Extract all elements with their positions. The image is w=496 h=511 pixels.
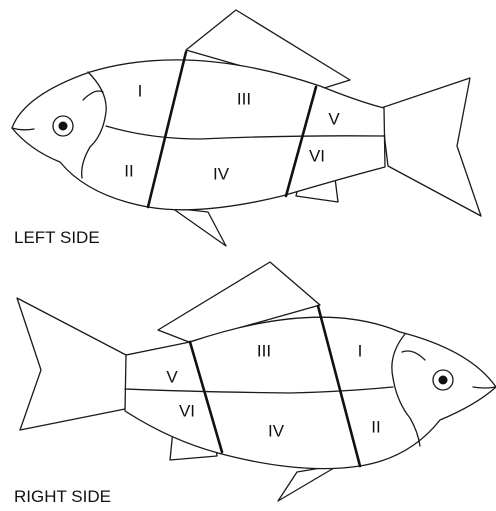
left-side-fish: I II III IV V VI	[12, 10, 481, 246]
left-pupil	[59, 122, 68, 131]
left-zone-label-III: III	[237, 89, 251, 108]
right-zone-label-V: V	[166, 367, 178, 386]
left-zone-label-V: V	[328, 109, 340, 128]
right-zone-label-VI: VI	[179, 401, 195, 420]
left-zone-label-II: II	[124, 161, 133, 180]
left-zone-label-I: I	[138, 81, 143, 100]
left-side-caption: LEFT SIDE	[14, 228, 100, 247]
right-zone-label-I: I	[358, 341, 363, 360]
left-zone-label-VI: VI	[309, 146, 325, 165]
right-zone-label-III: III	[257, 341, 271, 360]
right-side-fish: I II III IV V VI	[17, 262, 496, 501]
left-zone-label-IV: IV	[213, 164, 230, 183]
right-pupil	[439, 376, 448, 385]
right-tail-fin	[17, 298, 128, 430]
right-zone-label-IV: IV	[268, 421, 285, 440]
right-pelvic-fin	[278, 465, 339, 501]
right-side-caption: RIGHT SIDE	[14, 487, 111, 506]
left-pelvic-fin	[172, 208, 226, 246]
left-tail-fin	[381, 78, 481, 216]
right-zone-label-II: II	[371, 417, 380, 436]
